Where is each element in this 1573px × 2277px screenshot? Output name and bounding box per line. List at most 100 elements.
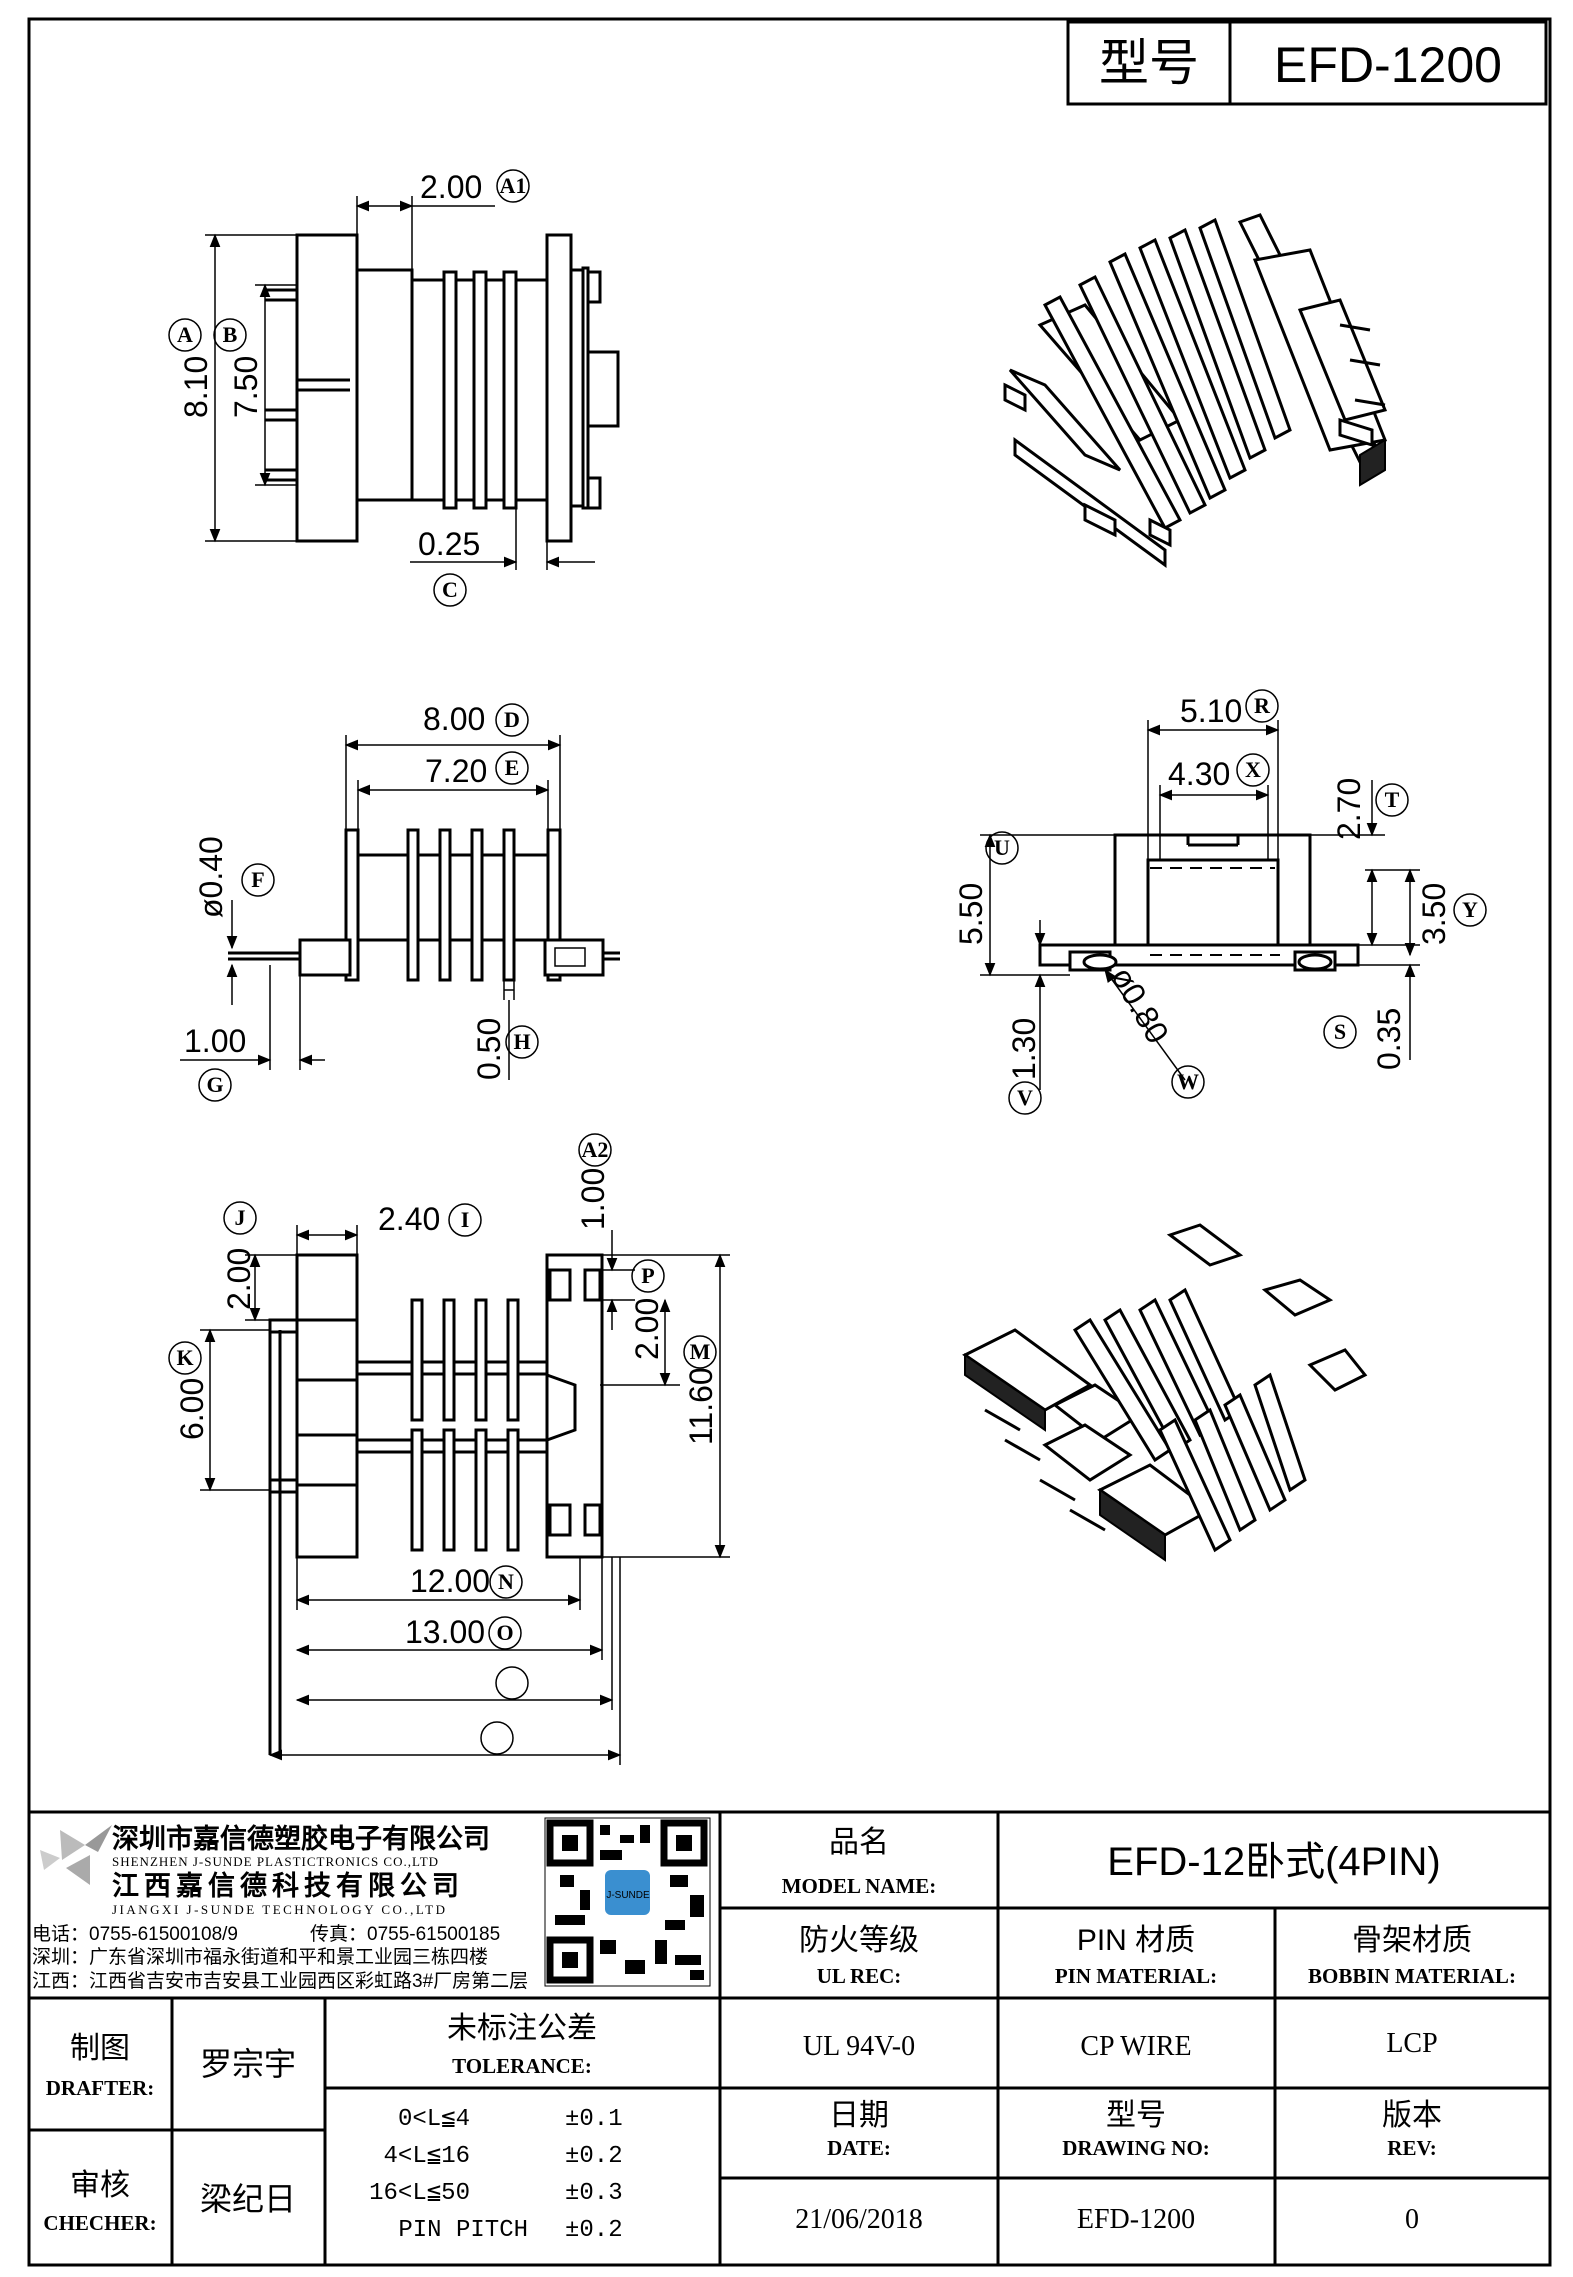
view-bottom-left: 2.40 I 2.00 J 6.00 K 11.60 M 1.00 A2 2.0… [168,1133,730,1765]
checker-label-en: CHECHER: [43,2211,156,2235]
dim-F-value: ø0.40 [193,836,229,918]
view-top-left: 2.00 A1 8.10 A 7.50 B 0.25 C [168,169,620,607]
company-address-jx: 江西：江西省吉安市吉安县工业园西区彩虹路3#厂房第二层 [32,1970,528,1992]
dim-Q-letter: M [690,1339,711,1364]
dim-F-letter: F [251,867,264,892]
model-name-label-cn: 品名 [829,1826,889,1859]
dim-U-letter: U [994,835,1010,860]
model-name-value: EFD-12卧式(4PIN) [1107,1840,1440,1884]
view-mid-left: 8.00 D 7.20 E ø0.40 F 1.00 G 0.50 H [180,701,620,1102]
pin-label-en: PIN MATERIAL: [1055,1964,1217,1988]
company-name-en-2: JIANGXI J-SUNDE TECHNOLOGY CO.,LTD [112,1902,448,1917]
model-name-label-en: MODEL NAME: [782,1874,937,1898]
dim-E-value: 7.20 [425,753,487,789]
dim-B-letter: B [223,322,238,347]
drafter-label-cn: 制图 [70,2032,130,2065]
tolerance-value: ±0.1 [565,2106,623,2133]
dim-J-value: 2.00 [221,1248,257,1310]
ul-label-cn: 防火等级 [799,1924,919,1957]
tolerance-range: 16<L≦50 [369,2180,470,2207]
tolerance-value: ±0.2 [565,2143,623,2170]
dim-K-letter: K [176,1345,193,1370]
dim-I-value: 2.40 [378,1201,440,1237]
bobbin-label-cn: 骨架材质 [1352,1924,1472,1957]
rev-label-cn: 版本 [1382,2099,1442,2132]
ul-label-en: UL REC: [817,1964,902,1988]
date-label-cn: 日期 [829,2099,889,2132]
dim-D-letter: D [504,707,520,732]
sheet-border [27,17,1552,2267]
dim-W-value: ø0.80 [1104,961,1176,1050]
dim-A-value: 8.10 [178,356,214,418]
dim-A2-value: 1.00 [575,1168,611,1230]
drawing-no-label-cn: 型号 [1106,2099,1166,2132]
rev-label-en: REV: [1387,2136,1436,2160]
dim-G-letter: G [206,1072,223,1097]
dim-X-letter: X [1245,757,1261,782]
qr-code-icon: J-SUNDE [544,1817,711,1987]
checker-value: 梁纪日 [200,2181,296,2217]
dim-V-value: 1.30 [1006,1018,1042,1080]
bobbin-label-en: BOBBIN MATERIAL: [1308,1964,1516,1988]
checker-label-cn: 审核 [70,2169,130,2202]
drafter-label-en: DRAFTER: [46,2076,155,2100]
dim-I-letter: I [461,1207,470,1232]
tolerance-range: 0<L≦4 [398,2106,470,2133]
tolerance-label-cn: 未标注公差 [447,2012,597,2045]
pin-label-cn: PIN 材质 [1077,1924,1195,1957]
title-block-text: 品名 MODEL NAME: EFD-12卧式(4PIN) 防火等级 UL RE… [43,1826,1516,2244]
view-iso-top [1003,213,1388,568]
tolerance-value: ±0.2 [565,2217,623,2244]
company-name-cn-1: 深圳市嘉信德塑胶电子有限公司 [112,1823,490,1854]
dim-R-value: 5.10 [1180,693,1242,729]
view-iso-bottom [962,1223,1368,1562]
dim-A-letter: A [177,322,193,347]
dim-M-value: 13.00 [405,1614,485,1650]
dim-H-letter: H [513,1029,530,1054]
tolerance-range: 4<L≦16 [384,2143,470,2170]
dim-A1-letter: A1 [500,173,527,198]
dim-P-value: 2.00 [629,1298,665,1360]
header-model-box: 型号 EFD-1200 [1066,20,1548,106]
tolerance-range: PIN PITCH [398,2217,528,2244]
company-name-en-1: SHENZHEN J-SUNDE PLASTICTRONICS CO.,LTD [112,1854,439,1869]
pin-value: CP WIRE [1080,2031,1191,2062]
drafter-value: 罗宗宇 [200,2046,296,2082]
company-name-cn-2: 江西嘉信德科技有限公司 [112,1871,464,1901]
dim-D-value: 8.00 [423,701,485,737]
dim-Q-value: 11.60 [683,1367,719,1445]
dim-Y-value: 3.50 [1416,883,1452,945]
company-fax: 传真：0755-61500185 [310,1923,500,1945]
dim-M-letter: O [496,1620,513,1645]
bobbin-value: LCP [1386,2028,1437,2059]
company-info: 深圳市嘉信德塑胶电子有限公司 SHENZHEN J-SUNDE PLASTICT… [32,1817,711,1992]
dim-T-value: 2.70 [1331,778,1367,840]
dim-C-value: 0.25 [418,526,480,562]
dim-X-value: 4.30 [1168,756,1230,792]
dim-G-value: 1.00 [184,1023,246,1059]
dim-S-value: 0.35 [1371,1008,1407,1070]
ul-value: UL 94V-0 [803,2031,915,2062]
header-model-label: 型号 [1099,35,1199,91]
dim-A1-value: 2.00 [420,169,482,205]
rev-value: 0 [1405,2204,1419,2235]
dim-T-letter: T [1385,787,1400,812]
dim-R-letter: R [1254,693,1271,718]
drawing-no-label-en: DRAWING NO: [1062,2136,1210,2160]
date-value: 21/06/2018 [795,2204,923,2235]
date-label-en: DATE: [827,2136,891,2160]
dim-V-letter: V [1017,1085,1033,1110]
dim-B-value: 7.50 [228,356,264,418]
title-block [29,1810,1550,2265]
dim-S-letter: S [1334,1019,1346,1044]
dim-E-letter: E [505,755,520,780]
svg-text:J-SUNDE: J-SUNDE [606,1890,650,1901]
drawing-no-value: EFD-1200 [1077,2204,1195,2235]
dim-A2-letter: A2 [582,1137,609,1162]
dim-H-value: 0.50 [471,1018,507,1080]
view-mid-right: 5.10 R 4.30 X 2.70 T 3.50 Y 5.50 U 1.30 … [953,689,1487,1115]
company-phone: 电话：0755-61500108/9 [32,1923,238,1945]
header-model-value: EFD-1200 [1274,37,1502,93]
dim-U-value: 5.50 [953,883,989,945]
